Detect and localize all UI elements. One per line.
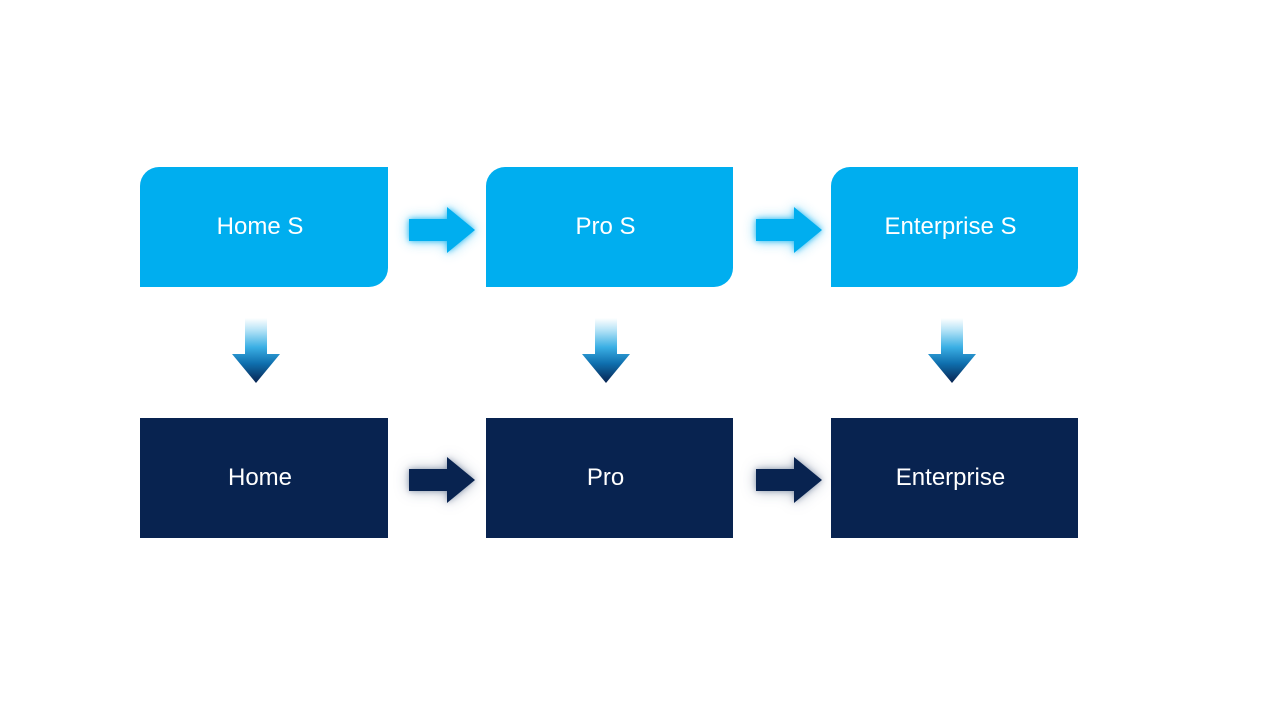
down-arrow-icon	[232, 318, 280, 384]
top-box-home-s-label: Home S	[216, 213, 304, 240]
bottom-box-home: Home	[140, 418, 388, 538]
top-box-pro-s-label: Pro S	[575, 213, 636, 240]
bottom-box-enterprise: Enterprise	[831, 418, 1078, 538]
right-arrow-icon	[756, 206, 824, 254]
top-box-pro-s: Pro S	[486, 167, 733, 287]
bottom-box-pro-label: Pro	[586, 464, 625, 491]
bottom-box-home-label: Home	[227, 464, 293, 491]
right-arrow-icon	[409, 206, 477, 254]
down-arrow-icon	[582, 318, 630, 384]
down-arrow-icon	[928, 318, 976, 384]
top-box-enterprise-s: Enterprise S	[831, 167, 1078, 287]
right-arrow-icon	[409, 456, 477, 504]
top-box-home-s: Home S	[140, 167, 388, 287]
top-box-enterprise-s-label: Enterprise S	[884, 213, 1017, 240]
right-arrow-icon	[756, 456, 824, 504]
bottom-box-enterprise-label: Enterprise	[895, 464, 1006, 491]
bottom-box-pro: Pro	[486, 418, 733, 538]
